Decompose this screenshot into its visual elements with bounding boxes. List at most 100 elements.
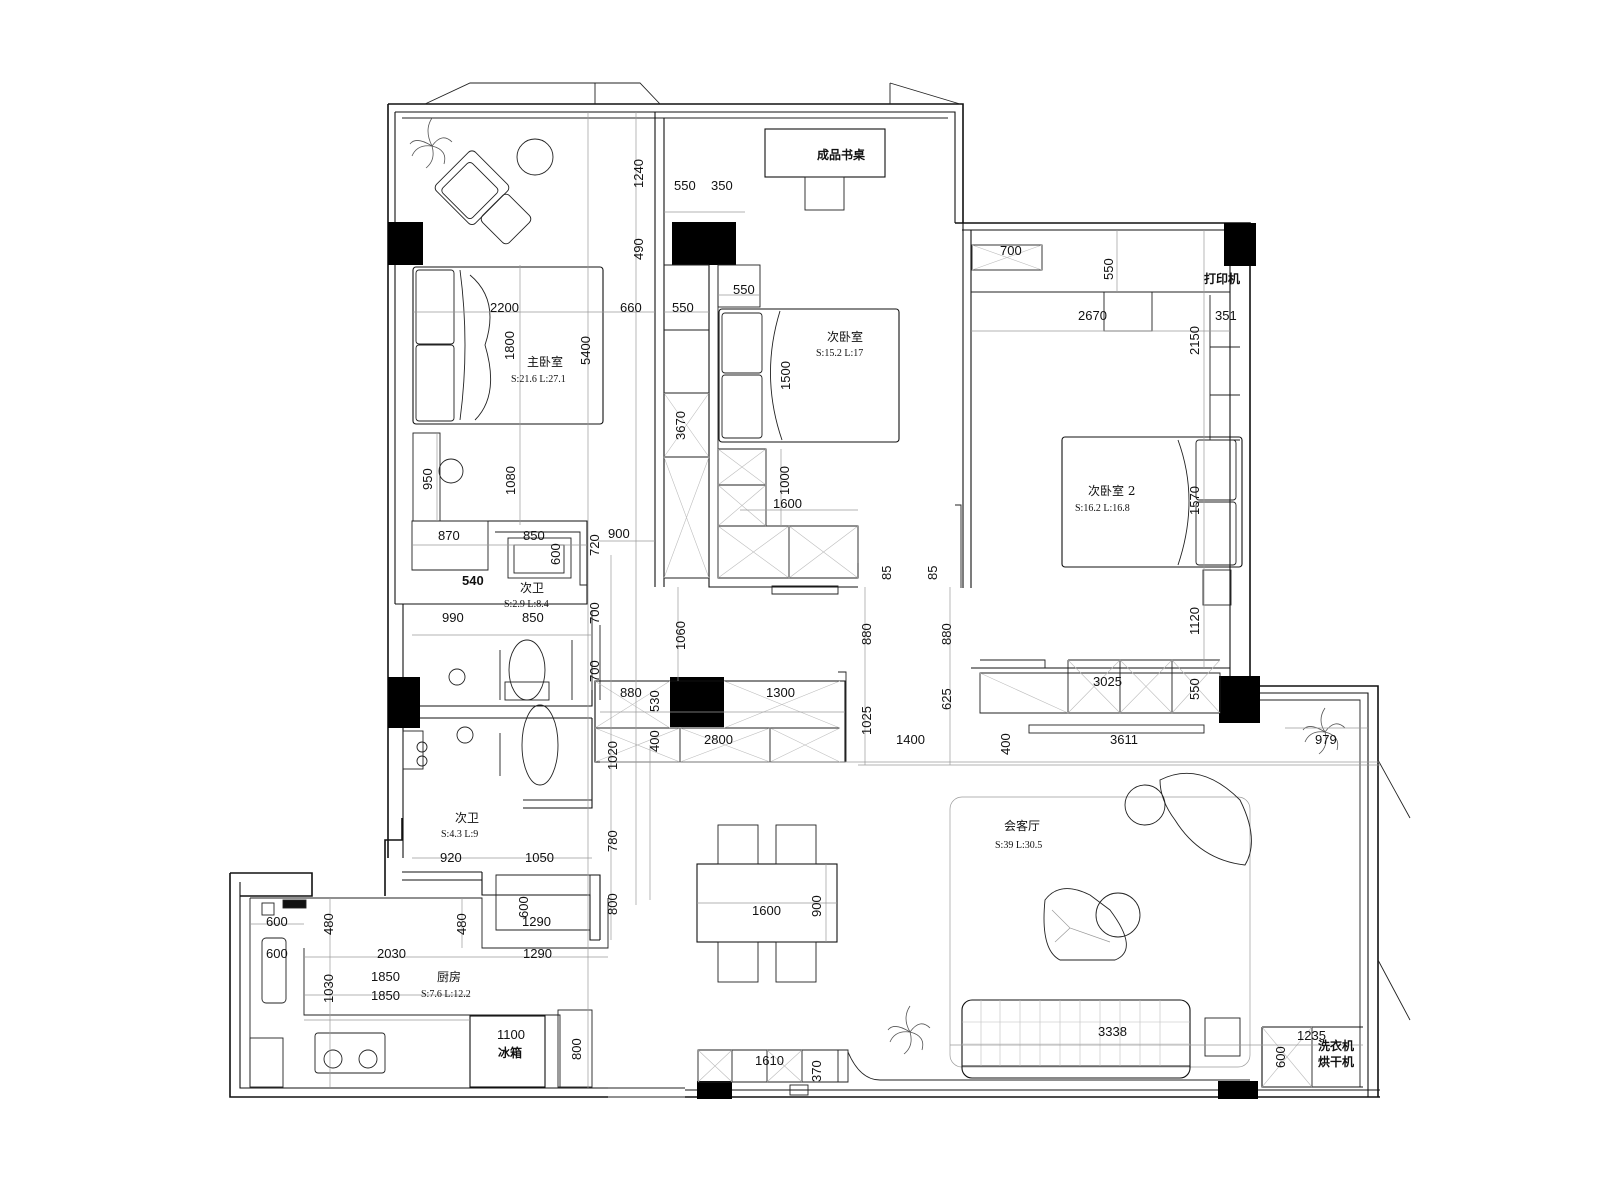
dim-880: 880 (859, 623, 874, 645)
dim-550: 550 (672, 300, 694, 315)
dim-990: 990 (442, 610, 464, 625)
dim-880: 880 (939, 623, 954, 645)
dim-850: 850 (522, 610, 544, 625)
dim-530: 530 (647, 690, 662, 712)
dim-2030: 2030 (377, 946, 406, 961)
dim-1850: 1850 (371, 988, 400, 1003)
room-master-bedroom-name: 主卧室 (527, 354, 563, 369)
room-labels: 主卧室 S:21.6 L:27.1 次卧室 S:15.2 L:17 次卧室 2 … (421, 329, 1135, 1000)
dim-850: 850 (523, 528, 545, 543)
dim-900: 900 (608, 526, 630, 541)
room-bath-2-area: S:4.3 L:9 (441, 829, 478, 840)
room-bath-2-name: 次卫 (455, 811, 479, 825)
room-kitchen-area: S:7.6 L:12.2 (421, 989, 471, 1000)
lounge-chair (1043, 772, 1252, 961)
dim-1030: 1030 (321, 974, 336, 1003)
dim-950: 950 (420, 468, 435, 490)
potted-plant-icon (1302, 707, 1346, 755)
structural-columns (388, 222, 1260, 1099)
dim-400: 400 (998, 733, 1013, 755)
dim-700: 700 (587, 602, 602, 624)
dim-400: 400 (647, 730, 662, 752)
dim-3670: 3670 (673, 411, 688, 440)
dim-550: 550 (733, 282, 755, 297)
dim-800: 800 (605, 893, 620, 915)
dim-600: 600 (1273, 1046, 1288, 1068)
dim-979: 979 (1315, 732, 1337, 747)
dim-600: 600 (266, 946, 288, 961)
dim-490: 490 (631, 238, 646, 260)
room-bedroom-2-name: 次卧室 (827, 329, 863, 344)
dim-3025: 3025 (1093, 674, 1122, 689)
dim-780: 780 (605, 830, 620, 852)
dim-2200: 2200 (490, 300, 519, 315)
dim-2150: 2150 (1187, 326, 1202, 355)
dim-540: 540 (462, 573, 484, 588)
dim-1290: 1290 (523, 946, 552, 961)
dimension-labels: 1240 490 550 350 2200 660 550 550 1800 5… (266, 159, 1337, 1082)
room-bath-1-area: S:2.9 L:8.4 (504, 599, 549, 610)
dimension-lines (250, 112, 1380, 1088)
exterior-walls (229, 82, 1411, 1098)
dim-720: 720 (587, 534, 602, 556)
dim-1020: 1020 (605, 741, 620, 770)
dim-900: 900 (809, 895, 824, 917)
double-bed-icon (718, 308, 900, 443)
room-bedroom-3-name: 次卧室 2 (1088, 483, 1135, 498)
dim-1100: 1100 (497, 1027, 525, 1042)
room-bath-1-name: 次卫 (520, 581, 544, 595)
dim-5400: 5400 (578, 336, 593, 365)
dim-1300: 1300 (766, 685, 795, 700)
potted-plant-icon (409, 117, 453, 169)
double-bed-icon (1061, 436, 1243, 568)
dim-1570: 1570 (1187, 486, 1202, 515)
toilet-icon (504, 639, 559, 786)
dim-870: 870 (438, 528, 460, 543)
dim-1850: 1850 (371, 969, 400, 984)
room-bedroom-2-area: S:15.2 L:17 (816, 348, 863, 359)
wardrobe (663, 264, 859, 579)
dim-920: 920 (440, 850, 462, 865)
dim-3611: 3611 (1110, 732, 1138, 747)
dim-1235: 1235 (1297, 1028, 1326, 1043)
dim-351: 351 (1215, 308, 1237, 323)
dim-85: 85 (879, 566, 894, 580)
dim-1500: 1500 (778, 361, 793, 390)
dim-600: 600 (548, 543, 563, 565)
room-bedroom-3-area: S:16.2 L:16.8 (1075, 503, 1130, 514)
dim-1120: 1120 (1187, 607, 1202, 635)
room-living-name: 会客厅 (1004, 818, 1040, 833)
furniture (249, 128, 1363, 1096)
dim-1600: 1600 (773, 496, 802, 511)
potted-plant-icon (887, 1005, 931, 1055)
printer-label: 打印机 (1204, 271, 1240, 286)
dim-700: 700 (1000, 243, 1022, 258)
armchair-icon (434, 138, 554, 245)
room-living-area: S:39 L:30.5 (995, 840, 1042, 851)
dim-1610: 1610 (755, 1053, 784, 1068)
dim-800: 800 (569, 1038, 584, 1060)
dim-550: 550 (1187, 678, 1202, 700)
room-kitchen-name: 厨房 (437, 969, 461, 984)
dim-1050: 1050 (525, 850, 554, 865)
dim-1025: 1025 (859, 706, 874, 735)
dim-880: 880 (620, 685, 642, 700)
dim-600: 600 (516, 896, 531, 918)
dim-1290: 1290 (522, 914, 551, 929)
dim-660: 660 (620, 300, 642, 315)
dim-550: 550 (674, 178, 696, 193)
furniture-labels: 成品书桌 打印机 冰箱 洗衣机 烘干机 (498, 147, 1354, 1069)
room-master-bedroom-area: S:21.6 L:27.1 (511, 374, 566, 385)
desk-label: 成品书桌 (817, 147, 866, 162)
dim-480: 480 (321, 913, 336, 935)
dim-2800: 2800 (704, 732, 733, 747)
dim-600: 600 (266, 914, 288, 929)
double-bed-icon (412, 266, 604, 425)
dim-700: 700 (587, 660, 602, 682)
dim-1000: 1000 (777, 466, 792, 495)
dim-370: 370 (809, 1060, 824, 1082)
dim-350: 350 (711, 178, 733, 193)
dim-85: 85 (925, 566, 940, 580)
dim-3338: 3338 (1098, 1024, 1127, 1039)
